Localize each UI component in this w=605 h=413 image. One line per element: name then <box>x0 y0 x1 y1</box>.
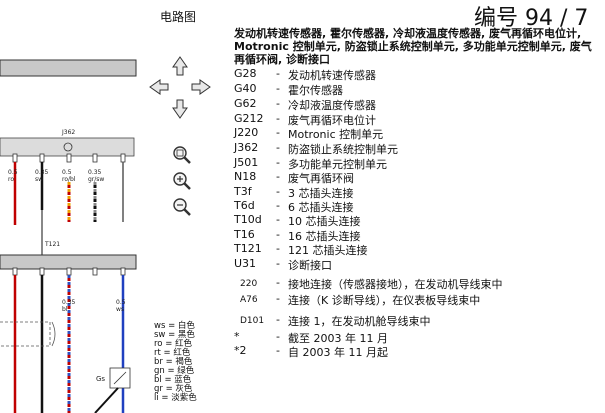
legend-dash: - <box>276 82 280 95</box>
color-key-item: sw = 黑色 <box>154 330 195 340</box>
wire-size-label: 0.35 <box>35 169 49 176</box>
legend-code: G62 <box>234 97 257 110</box>
legend-code: T16 <box>234 228 255 241</box>
legend-dash: - <box>276 344 280 357</box>
legend-dash: - <box>276 141 280 154</box>
wire-size-label: 0.5 <box>62 169 72 176</box>
zoom-in-icon[interactable] <box>171 170 193 192</box>
page-number: 编号 94 / 7 <box>474 6 589 31</box>
color-key-item: br = 褐色 <box>154 357 193 367</box>
pan-down-arrow-icon[interactable] <box>169 98 191 120</box>
legend-description: 121 芯插头连接 <box>288 244 368 257</box>
color-key-item: gn = 绿色 <box>154 366 195 376</box>
legend-dash: - <box>276 199 280 212</box>
legend-description: 诊断接口 <box>288 259 332 272</box>
circuit-diagram-svg <box>0 59 137 413</box>
legend-dash: - <box>276 313 280 326</box>
wire-color-label: ws <box>116 306 125 313</box>
legend-dash: - <box>276 156 280 169</box>
legend-code: 220 <box>240 279 258 289</box>
wire-color-label: ro <box>8 176 15 183</box>
legend-description: 连接 1，在发动机舱导线束中 <box>288 315 431 328</box>
legend-description: 霍尔传感器 <box>288 84 343 97</box>
legend-dash: - <box>276 67 280 80</box>
legend-code: * <box>234 330 240 343</box>
legend-code: J501 <box>234 156 259 169</box>
legend-code: G40 <box>234 82 257 95</box>
wire-size-label: 0.5 <box>116 299 126 306</box>
legend-dash: - <box>276 257 280 270</box>
legend-dash: - <box>276 170 280 183</box>
wire-size-label: 0.5 <box>8 169 18 176</box>
legend-code: D101 <box>240 316 265 326</box>
legend-description: Motronic 控制单元 <box>288 128 384 141</box>
legend-code: U31 <box>234 257 257 270</box>
color-key-item: rt = 红色 <box>154 348 191 358</box>
legend-code: G212 <box>234 112 264 125</box>
legend-code: J362 <box>234 141 259 154</box>
legend-description: 接地连接（传感器接地），在发动机导线束中 <box>288 278 503 291</box>
legend-description: 多功能单元控制单元 <box>288 158 387 171</box>
color-key-item: ro = 红色 <box>154 339 193 349</box>
page-title: 电路图 <box>160 10 197 24</box>
connector-bar-t121 <box>0 254 137 270</box>
t121-label: T121 <box>45 241 61 248</box>
wire-color-label: sw <box>35 176 44 183</box>
legend-code: J220 <box>234 126 259 139</box>
legend-description: 16 芯插头连接 <box>288 230 361 243</box>
legend-description: 防盗锁止系统控制单元 <box>288 143 398 156</box>
color-key-item: ws = 白色 <box>154 321 195 331</box>
wire-color-label: ro/bl <box>62 176 76 183</box>
color-key-item: li = 淡紫色 <box>154 393 197 403</box>
color-key-item: gr = 灰色 <box>154 384 193 394</box>
legend-description: 自 2003 年 11 月起 <box>288 346 388 359</box>
legend-description: 3 芯插头连接 <box>288 187 354 200</box>
legend-description: 连接（K 诊断导线），在仪表板导线束中 <box>288 294 481 307</box>
circuit-diagram: J362 T121 0.5 0.35 0.5 0.35 0.35 0.5 ro … <box>0 0 140 413</box>
color-key: ws = 白色 sw = 黑色 ro = 红色 rt = 红色 br = 褐色 … <box>154 322 197 403</box>
sensor-box-label: Gs <box>96 375 106 383</box>
wire-size-label: 0.35 <box>88 169 102 176</box>
connector-bar-top <box>0 59 137 77</box>
legend-dash: - <box>276 112 280 125</box>
legend-code: *2 <box>234 344 247 357</box>
legend-dash: - <box>276 276 280 289</box>
pan-right-arrow-icon[interactable] <box>190 76 212 98</box>
legend-code: T10d <box>234 213 262 226</box>
legend-dash: - <box>276 185 280 198</box>
legend-dash: - <box>276 228 280 241</box>
legend-dash: - <box>276 213 280 226</box>
legend-code: T121 <box>234 242 262 255</box>
diagram-heading: 发动机转速传感器, 霍尔传感器, 冷却液温度传感器, 废气再循环电位计, Mot… <box>234 27 592 66</box>
legend-dash: - <box>276 126 280 139</box>
pan-left-arrow-icon[interactable] <box>148 76 170 98</box>
legend-dash: - <box>276 242 280 255</box>
legend-description: 10 芯插头连接 <box>288 215 361 228</box>
legend-description: 发动机转速传感器 <box>288 69 376 82</box>
legend-code: N18 <box>234 170 257 183</box>
legend-description: 6 芯插头连接 <box>288 201 354 214</box>
wire-color-label: bl <box>62 306 68 313</box>
legend-description: 截至 2003 年 11 月 <box>288 332 388 345</box>
legend-description: 废气再循环阀 <box>288 172 354 185</box>
legend-code: T6d <box>234 199 255 212</box>
legend-description: 废气再循环电位计 <box>288 114 376 127</box>
legend-dash: - <box>276 292 280 305</box>
color-key-item: bl = 蓝色 <box>154 375 192 385</box>
legend-code: T3f <box>234 185 252 198</box>
legend-code: A76 <box>240 295 258 305</box>
pan-up-arrow-icon[interactable] <box>169 55 191 77</box>
legend-dash: - <box>276 330 280 343</box>
j362-label: J362 <box>62 129 76 136</box>
key-icon <box>63 142 73 152</box>
j362-control-unit-box <box>0 137 135 157</box>
legend-code: G28 <box>234 67 257 80</box>
legend-dash: - <box>276 97 280 110</box>
zoom-fit-icon[interactable] <box>171 144 193 166</box>
legend-description: 冷却液温度传感器 <box>288 99 376 112</box>
wire-color-label: gr/sw <box>88 176 105 183</box>
zoom-out-icon[interactable] <box>171 196 193 218</box>
dashed-bracket <box>0 321 51 347</box>
wire-size-label: 0.35 <box>62 299 76 306</box>
